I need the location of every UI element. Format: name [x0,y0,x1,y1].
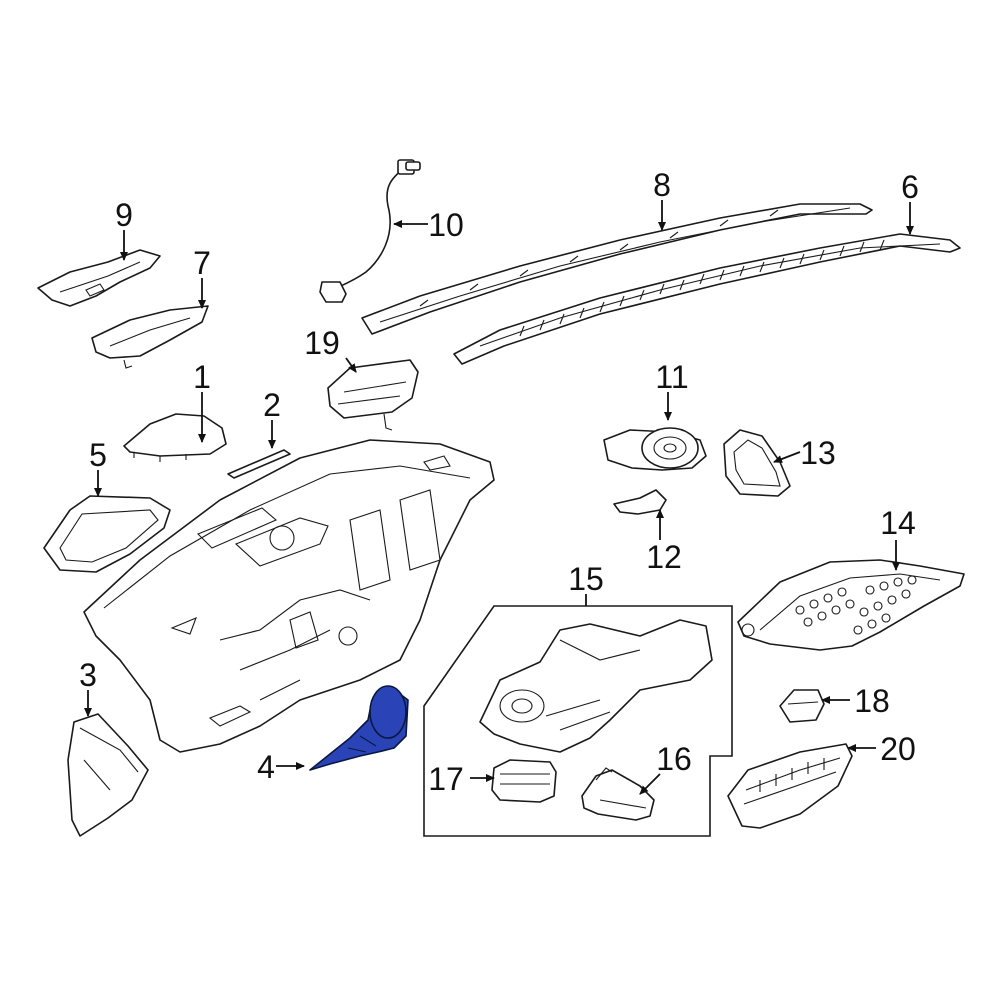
callout-5: 5 [89,437,107,473]
leader-13 [773,451,801,463]
callout-2: 2 [263,387,281,423]
part-18-switch[interactable] [779,689,825,723]
part-7-trim[interactable] [91,305,209,369]
part-4-ring [369,685,407,739]
part-9-upper-trim[interactable] [37,249,161,307]
callout-18: 18 [854,683,890,719]
callout-17: 17 [428,761,464,797]
callout-19: 19 [304,325,340,361]
part-3-side-trim[interactable] [67,713,149,837]
callout-10: 10 [428,207,464,243]
part-8-upper-rail[interactable] [361,203,873,335]
callout-9: 9 [115,197,133,233]
callout-3: 3 [79,657,97,693]
instrument-panel[interactable] [83,439,495,753]
leader-16 [639,773,661,795]
part-4-highlighted[interactable] [309,685,409,771]
part-11-vent[interactable] [603,427,707,471]
part-15-group-frame [423,605,733,837]
callout-7: 7 [193,245,211,281]
leader-lines [84,200,914,795]
callout-labels: 1 2 3 4 5 6 7 8 9 10 11 12 13 14 15 16 1… [79,167,919,797]
callout-6: 6 [901,169,919,205]
part-17-module[interactable] [491,759,557,803]
callout-16: 16 [656,741,692,777]
part-20-control-panel[interactable] [727,743,853,829]
part-12-bracket[interactable] [613,489,667,515]
leader-19 [345,357,357,373]
callout-11: 11 [655,359,688,395]
part-1-cover[interactable] [123,413,227,462]
callout-13: 13 [800,435,836,471]
callout-1: 1 [193,359,211,395]
part-2-strip[interactable] [227,449,291,479]
part-6-long-rail[interactable] [453,233,961,365]
callout-4: 4 [257,749,275,785]
part-14-duct-panel[interactable] [737,559,965,651]
part-13-bezel[interactable] [723,429,791,497]
part-16-module[interactable] [581,767,655,821]
callout-14: 14 [880,505,916,541]
part-10-wire-harness[interactable] [319,159,421,303]
callout-15: 15 [568,561,604,597]
part-5-panel[interactable] [43,495,171,573]
part-19-airbag-module[interactable] [327,359,419,431]
callout-8: 8 [653,167,671,203]
callout-20: 20 [880,731,916,767]
part-15-hvac-housing[interactable] [479,619,713,753]
callout-12: 12 [646,539,682,575]
